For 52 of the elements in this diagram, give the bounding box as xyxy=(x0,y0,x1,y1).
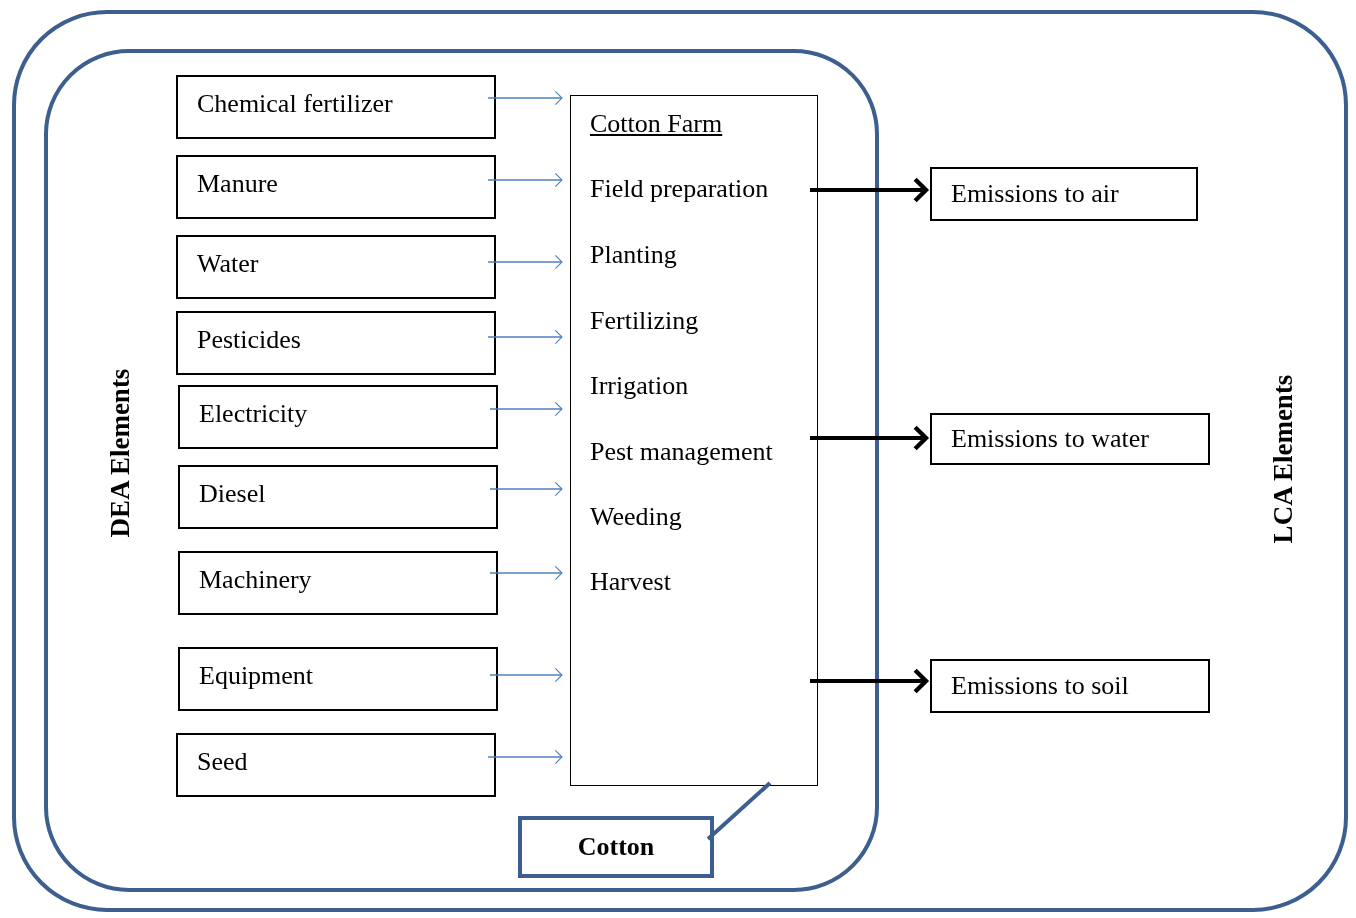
rounded-frame xyxy=(44,49,879,892)
process-step: Irrigation xyxy=(590,372,689,401)
box-heading: Cotton Farm xyxy=(590,110,723,139)
input-label: Chemical fertilizer xyxy=(197,89,393,119)
emission-box xyxy=(930,413,1210,465)
arrow xyxy=(489,481,563,497)
output-box xyxy=(518,816,714,878)
input-box xyxy=(176,75,496,139)
arrow xyxy=(489,667,563,683)
input-label: Seed xyxy=(197,747,248,777)
rounded-frame xyxy=(12,10,1348,912)
input-label: Water xyxy=(197,249,259,279)
emission-label: Emissions to water xyxy=(951,424,1149,454)
arrow xyxy=(487,254,563,270)
input-label: Manure xyxy=(197,169,278,199)
arrow xyxy=(489,565,563,581)
arrow xyxy=(810,177,929,203)
arrow xyxy=(489,401,563,417)
input-box xyxy=(176,235,496,299)
input-box xyxy=(178,385,498,449)
input-label: Machinery xyxy=(199,565,312,595)
input-box xyxy=(176,311,496,375)
process-step: Pest management xyxy=(590,438,773,467)
output-label: Cotton xyxy=(577,832,655,862)
process-step: Weeding xyxy=(590,503,682,532)
input-box xyxy=(178,647,498,711)
arrow xyxy=(487,172,563,188)
arrow xyxy=(487,90,563,106)
input-label: Equipment xyxy=(199,661,314,691)
emission-label: Emissions to soil xyxy=(951,671,1129,701)
process-step: Fertilizing xyxy=(590,307,699,336)
arrow xyxy=(810,425,929,451)
process-box xyxy=(570,95,818,786)
process-step: Harvest xyxy=(590,568,671,597)
input-label: Pesticides xyxy=(197,325,301,355)
connector-line xyxy=(706,781,772,841)
input-label: Electricity xyxy=(199,399,308,429)
frame-title: DEA Elements xyxy=(106,368,136,538)
process-step: Planting xyxy=(590,241,677,270)
arrow xyxy=(810,668,929,694)
input-box xyxy=(176,155,496,219)
emission-box xyxy=(930,167,1198,221)
emission-box xyxy=(930,659,1210,713)
input-label: Diesel xyxy=(199,479,266,509)
arrow xyxy=(487,749,563,765)
input-box xyxy=(178,465,498,529)
frame-title: LCA Elements xyxy=(1269,374,1299,544)
arrow xyxy=(487,329,563,345)
process-step: Field preparation xyxy=(590,175,769,204)
emission-label: Emissions to air xyxy=(951,179,1119,209)
input-box xyxy=(176,733,496,797)
input-box xyxy=(178,551,498,615)
